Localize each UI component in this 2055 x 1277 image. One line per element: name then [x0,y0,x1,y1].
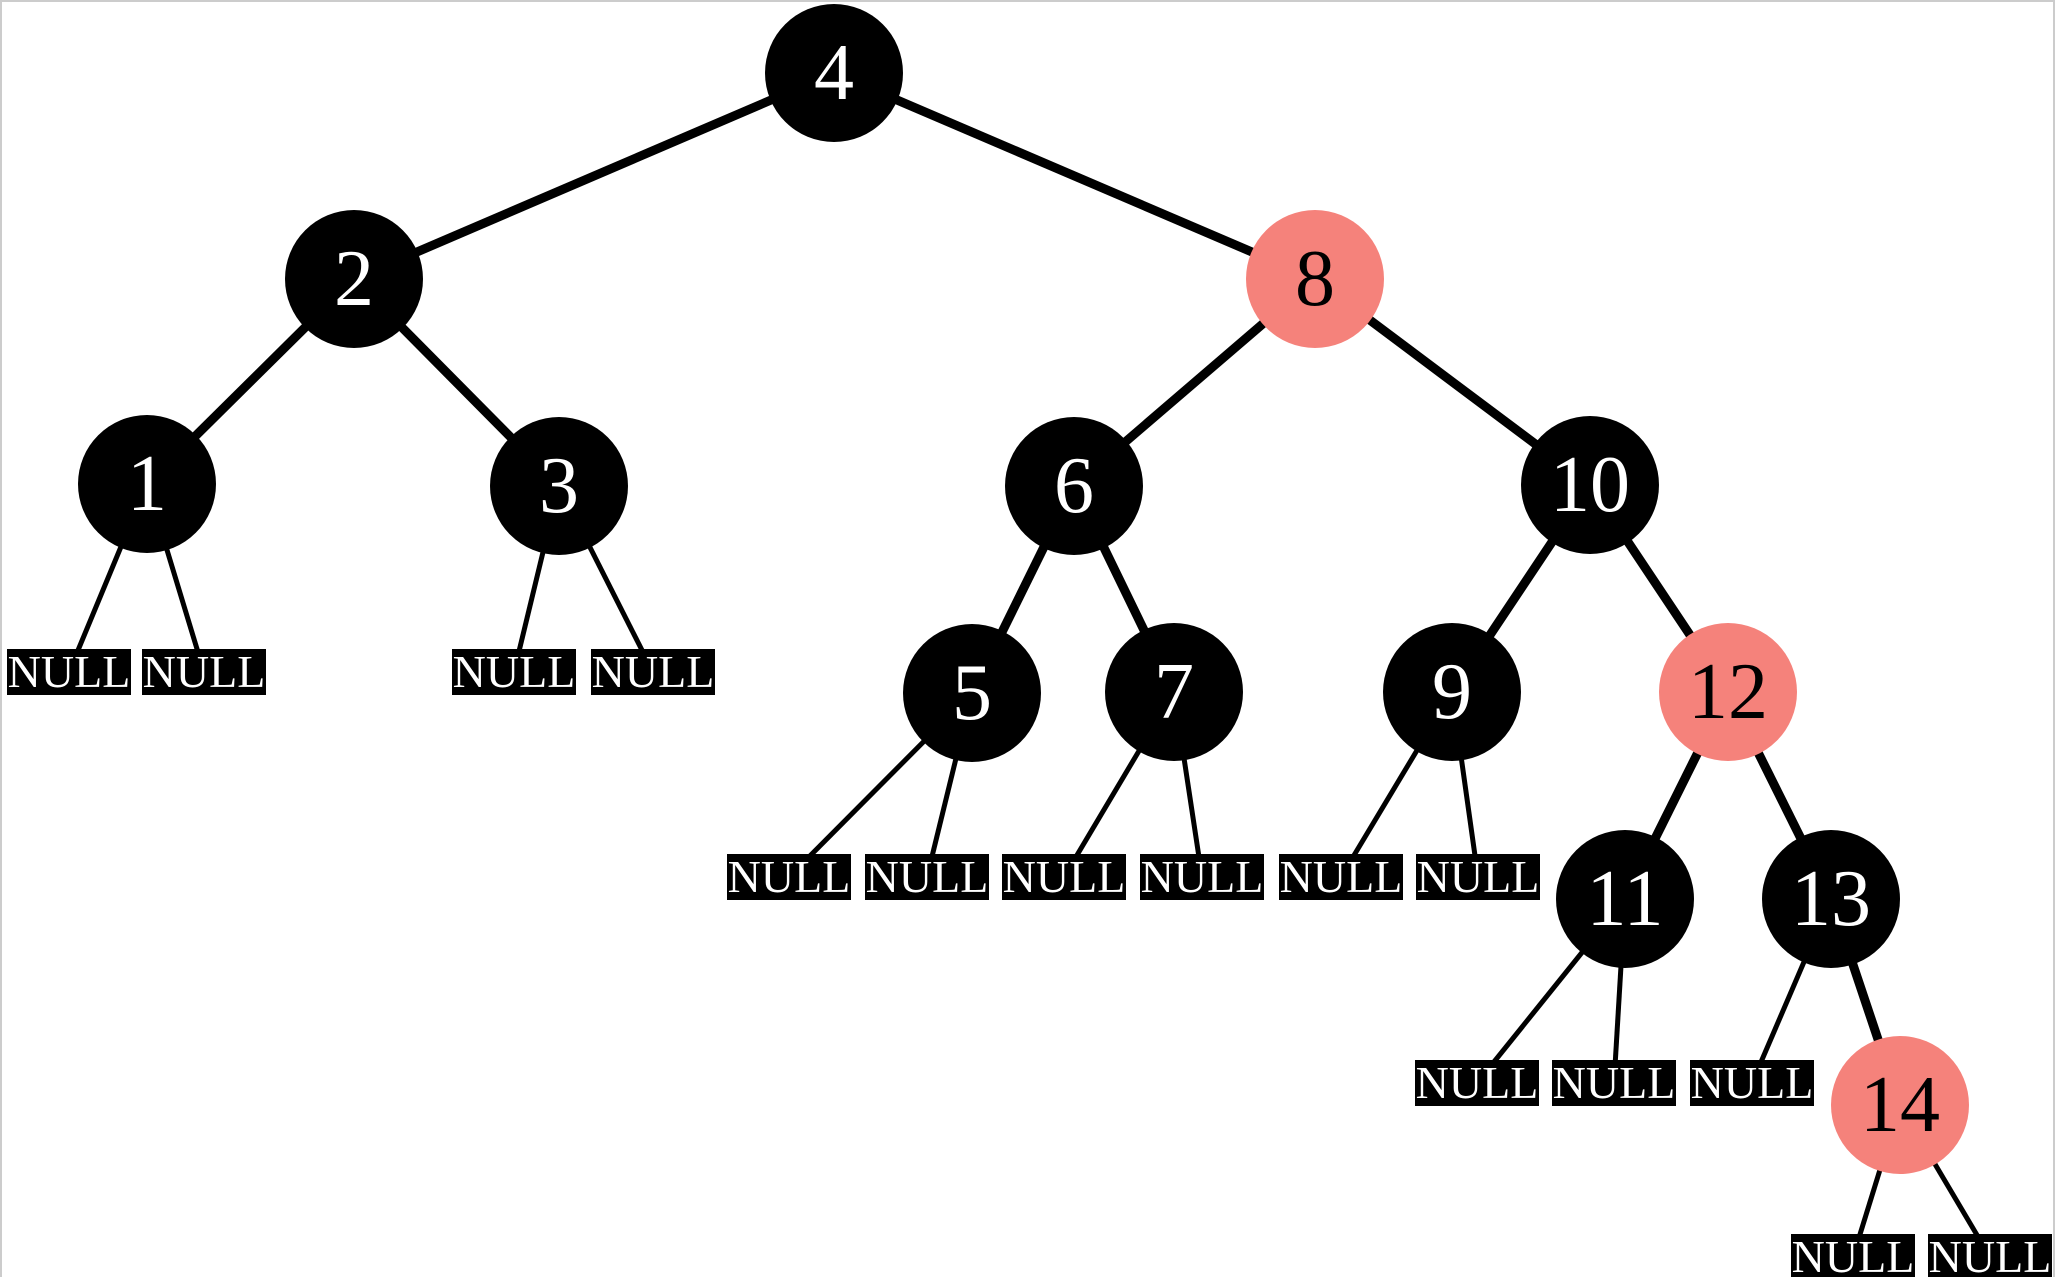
tree-node-14: 14 [1831,1036,1969,1174]
edge-4-8 [832,68,1317,284]
null-leaf: NULL [1690,1060,1814,1106]
tree-node-label: 1 [127,440,167,528]
null-leaf: NULL [1279,854,1403,900]
tree-node-6: 6 [1005,417,1143,555]
tree-node-8: 8 [1246,210,1384,348]
tree-node-9: 9 [1383,623,1521,761]
tree-node-label: 7 [1154,648,1194,736]
tree-node-4: 4 [765,4,903,142]
tree-node-13: 13 [1762,830,1900,968]
tree-node-label: 6 [1054,442,1094,530]
tree-node-label: 14 [1860,1061,1940,1149]
null-leaf-label: NULL [1415,1057,1539,1108]
null-leaf: NULL [1002,854,1126,900]
null-leaf-label: NULL [142,646,266,697]
tree-node-label: 5 [952,649,992,737]
null-leaf-label: NULL [865,851,989,902]
tree-node-label: 13 [1791,855,1871,943]
null-leaf-label: NULL [1279,851,1403,902]
null-leaf-label: NULL [1552,1057,1676,1108]
null-leaf-label: NULL [1690,1057,1814,1108]
null-leaf: NULL [1791,1234,1915,1277]
null-leaf-label: NULL [7,646,131,697]
tree-node-7: 7 [1105,623,1243,761]
tree-node-10: 10 [1521,416,1659,554]
null-leaf: NULL [7,649,131,695]
tree-node-label: 2 [334,235,374,323]
tree-node-label: 12 [1688,648,1768,736]
null-leaf: NULL [865,854,989,900]
tree-node-label: 3 [539,442,579,530]
null-leaf-label: NULL [1140,851,1264,902]
null-leaf: NULL [1140,854,1264,900]
null-leaf-label: NULL [452,646,576,697]
tree-node-label: 8 [1295,235,1335,323]
tree-node-label: 9 [1432,648,1472,736]
tree-node-12: 12 [1659,623,1797,761]
null-leaf-label: NULL [727,851,851,902]
tree-node-2: 2 [285,210,423,348]
tree-node-1: 1 [78,415,216,553]
null-leaf-label: NULL [1002,851,1126,902]
null-leaf: NULL [452,649,576,695]
null-leaf: NULL [1415,1060,1539,1106]
null-leaf: NULL [591,649,715,695]
edge-4-2 [352,68,836,284]
null-leaf-label: NULL [1416,851,1540,902]
tree-node-3: 3 [490,417,628,555]
tree-node-label: 10 [1550,441,1630,529]
null-leaf-label: NULL [1791,1231,1915,1277]
tree-node-5: 5 [903,624,1041,762]
tree-node-11: 11 [1556,830,1694,968]
tree-node-label: 11 [1586,855,1664,943]
null-leaf: NULL [142,649,266,695]
null-leaf: NULL [1928,1234,2052,1277]
null-leaf-label: NULL [1928,1231,2052,1277]
null-leaf: NULL [1552,1060,1676,1106]
null-leaf: NULL [727,854,851,900]
null-leaf: NULL [1416,854,1540,900]
null-leaf-label: NULL [591,646,715,697]
tree-node-label: 4 [814,29,854,117]
